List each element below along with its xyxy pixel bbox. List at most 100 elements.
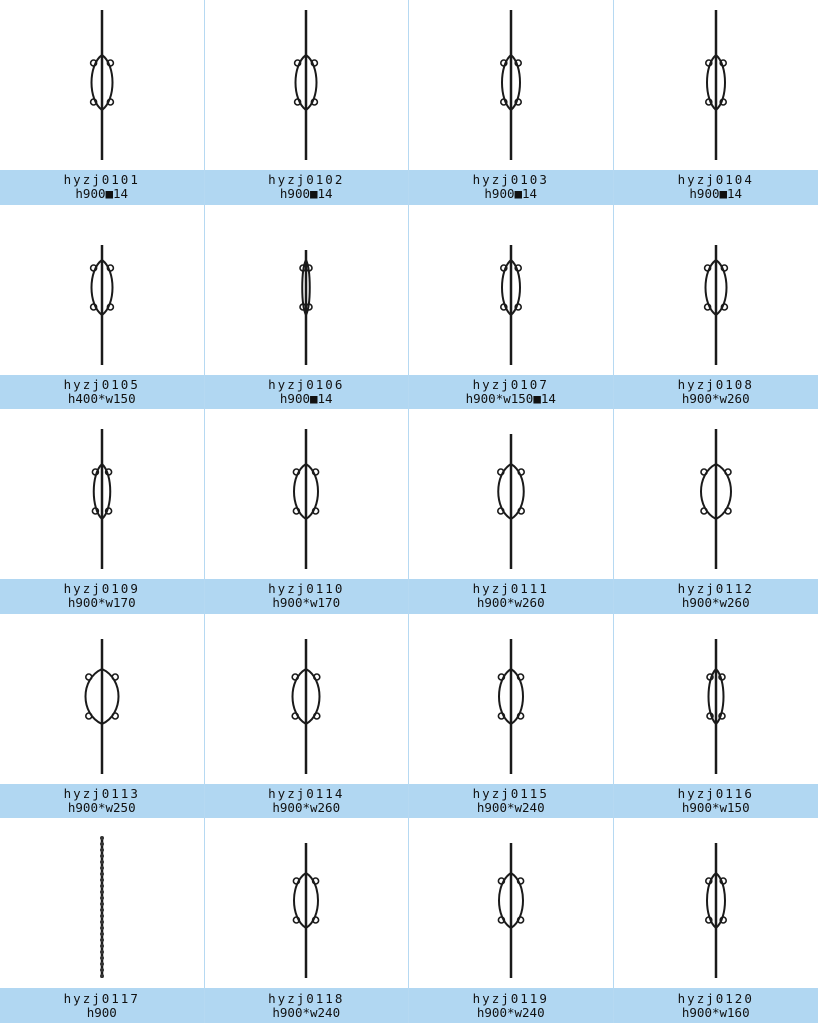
product-label: hyzj0115 h900*w240 — [409, 783, 613, 819]
baluster-image[interactable] — [204, 0, 408, 170]
product-code: hyzj0108 — [677, 376, 754, 392]
baluster-drawing — [499, 244, 522, 365]
product-card[interactable]: hyzj0104 h900■14 — [613, 0, 818, 205]
product-label: hyzj0112 h900*w260 — [613, 579, 818, 614]
product-code: hyzj0113 — [63, 786, 140, 802]
product-size: h900 — [86, 1004, 117, 1020]
product-code: hyzj0110 — [268, 581, 345, 597]
baluster-image[interactable] — [409, 613, 613, 784]
product-size: h900■14 — [484, 186, 538, 202]
baluster-image[interactable] — [613, 204, 818, 375]
product-code: hyzj0106 — [268, 376, 345, 392]
baluster-image[interactable] — [204, 818, 408, 989]
baluster-drawing — [699, 429, 732, 570]
product-card[interactable]: hyzj0107 h900*w150■14 — [409, 204, 614, 410]
baluster-drawing — [91, 429, 113, 570]
product-label: hyzj0116 h900*w150 — [613, 783, 818, 819]
baluster-image[interactable] — [0, 204, 204, 375]
baluster-drawing — [84, 638, 120, 774]
product-card[interactable]: hyzj0113 h900*w250 — [0, 613, 205, 819]
product-label: hyzj0103 h900■14 — [409, 170, 613, 205]
baluster-drawing — [703, 244, 728, 365]
product-card[interactable]: hyzj0118 h900*w240 — [204, 818, 409, 1023]
baluster-image[interactable] — [204, 204, 408, 375]
baluster-image[interactable] — [0, 613, 204, 784]
product-label: hyzj0107 h900*w150■14 — [409, 374, 613, 410]
product-size: h900■14 — [75, 186, 129, 202]
baluster-image[interactable] — [0, 409, 204, 580]
product-size: h900*w170 — [272, 595, 341, 611]
product-card[interactable]: hyzj0105 h400*w150 — [0, 204, 205, 410]
product-size: h900*w150■14 — [465, 390, 556, 406]
product-size: h900*w170 — [67, 595, 136, 611]
product-size: h900■14 — [689, 186, 743, 202]
baluster-drawing — [99, 836, 104, 979]
baluster-drawing — [499, 10, 522, 160]
baluster-image[interactable] — [613, 0, 818, 170]
product-code: hyzj0118 — [268, 990, 345, 1006]
product-card[interactable]: hyzj0103 h900■14 — [409, 0, 614, 205]
product-label: hyzj0104 h900■14 — [613, 170, 818, 205]
product-card[interactable]: hyzj0117 h900 — [0, 818, 205, 1023]
product-card[interactable]: hyzj0108 h900*w260 — [613, 204, 818, 410]
baluster-drawing — [497, 843, 525, 979]
baluster-drawing — [704, 843, 727, 979]
product-label: hyzj0114 h900*w260 — [204, 783, 408, 819]
product-card[interactable]: hyzj0102 h900■14 — [204, 0, 409, 205]
product-code: hyzj0119 — [472, 990, 549, 1006]
product-card[interactable]: hyzj0109 h900*w170 — [0, 409, 205, 614]
product-code: hyzj0120 — [677, 990, 754, 1006]
baluster-drawing — [291, 638, 321, 774]
baluster-image[interactable] — [409, 0, 613, 170]
baluster-drawing — [292, 843, 320, 979]
product-label: hyzj0118 h900*w240 — [204, 988, 408, 1023]
product-card[interactable]: hyzj0114 h900*w260 — [204, 613, 409, 819]
baluster-image[interactable] — [0, 818, 204, 989]
product-card[interactable]: hyzj0101 h900■14 — [0, 0, 205, 205]
product-label: hyzj0119 h900*w240 — [409, 988, 613, 1023]
product-size: h900*w160 — [681, 1004, 750, 1020]
product-code: hyzj0102 — [268, 172, 345, 188]
baluster-image[interactable] — [204, 613, 408, 784]
product-card[interactable]: hyzj0116 h900*w150 — [613, 613, 818, 819]
baluster-drawing — [292, 429, 320, 570]
product-card[interactable]: hyzj0111 h900*w260 — [409, 409, 614, 614]
baluster-image[interactable] — [409, 204, 613, 375]
product-label: hyzj0106 h900■14 — [204, 374, 408, 410]
baluster-drawing — [497, 638, 525, 774]
baluster-image[interactable] — [204, 409, 408, 580]
product-label: hyzj0109 h900*w170 — [0, 579, 204, 614]
product-card[interactable]: hyzj0115 h900*w240 — [409, 613, 614, 819]
product-size: h900■14 — [279, 390, 333, 406]
baluster-drawing — [705, 638, 726, 774]
product-size: h900■14 — [279, 186, 333, 202]
baluster-drawing — [294, 10, 319, 160]
product-card[interactable]: hyzj0110 h900*w170 — [204, 409, 409, 614]
product-code: hyzj0116 — [677, 786, 754, 802]
baluster-image[interactable] — [613, 818, 818, 989]
baluster-drawing — [704, 10, 727, 160]
product-code: hyzj0115 — [472, 786, 549, 802]
baluster-image[interactable] — [613, 613, 818, 784]
product-label: hyzj0117 h900 — [0, 988, 204, 1023]
product-size: h900*w260 — [681, 595, 750, 611]
product-card[interactable]: hyzj0120 h900*w160 — [613, 818, 818, 1023]
product-code: hyzj0107 — [472, 376, 549, 392]
product-size: h900*w260 — [476, 595, 545, 611]
baluster-drawing — [496, 434, 525, 570]
baluster-image[interactable] — [0, 0, 204, 170]
baluster-image[interactable] — [613, 409, 818, 580]
product-size: h900*w260 — [272, 800, 341, 816]
product-code: hyzj0103 — [472, 172, 549, 188]
product-size: h400*w150 — [67, 390, 136, 406]
product-card[interactable]: hyzj0119 h900*w240 — [409, 818, 614, 1023]
baluster-image[interactable] — [409, 818, 613, 989]
product-code: hyzj0105 — [63, 376, 140, 392]
baluster-drawing — [89, 10, 114, 160]
product-card[interactable]: hyzj0112 h900*w260 — [613, 409, 818, 614]
product-card[interactable]: hyzj0106 h900■14 — [204, 204, 409, 410]
product-size: h900*w150 — [681, 800, 750, 816]
baluster-image[interactable] — [409, 409, 613, 580]
product-label: hyzj0101 h900■14 — [0, 170, 204, 205]
